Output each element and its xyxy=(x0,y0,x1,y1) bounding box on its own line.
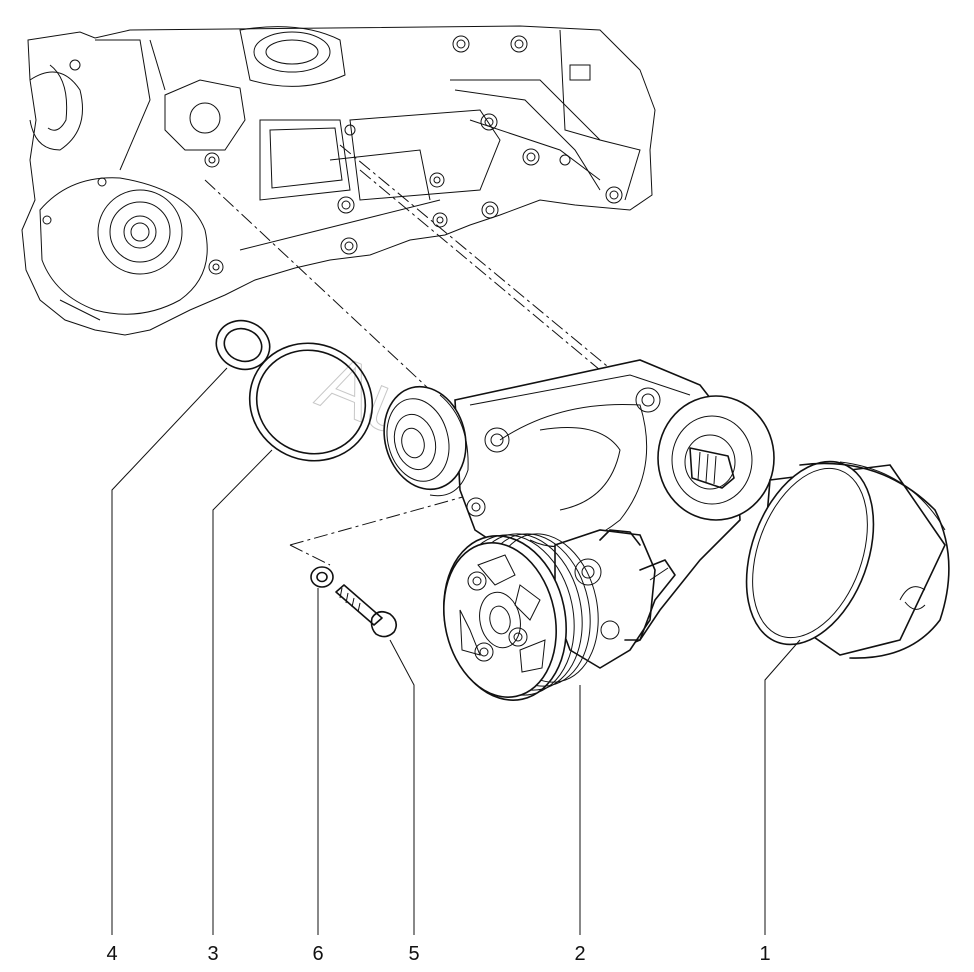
callout-numbers: 4 3 6 5 2 1 xyxy=(106,943,770,965)
bolt-part-5 xyxy=(335,584,398,638)
pump-assembly-part-2 xyxy=(383,359,775,701)
callout-1: 1 xyxy=(759,943,770,965)
leader-lines xyxy=(111,367,801,935)
callout-3: 3 xyxy=(207,943,218,965)
callout-4: 4 xyxy=(106,943,117,965)
o-ring-part-3 xyxy=(248,342,374,462)
oil-filter-part-1 xyxy=(745,460,950,659)
seal-ring-part-4 xyxy=(215,319,271,371)
callout-2: 2 xyxy=(574,943,585,965)
engine-block xyxy=(21,25,656,336)
washer-part-6 xyxy=(310,566,334,588)
callout-6: 6 xyxy=(312,943,323,965)
callout-5: 5 xyxy=(408,943,419,965)
center-lines xyxy=(204,144,631,566)
